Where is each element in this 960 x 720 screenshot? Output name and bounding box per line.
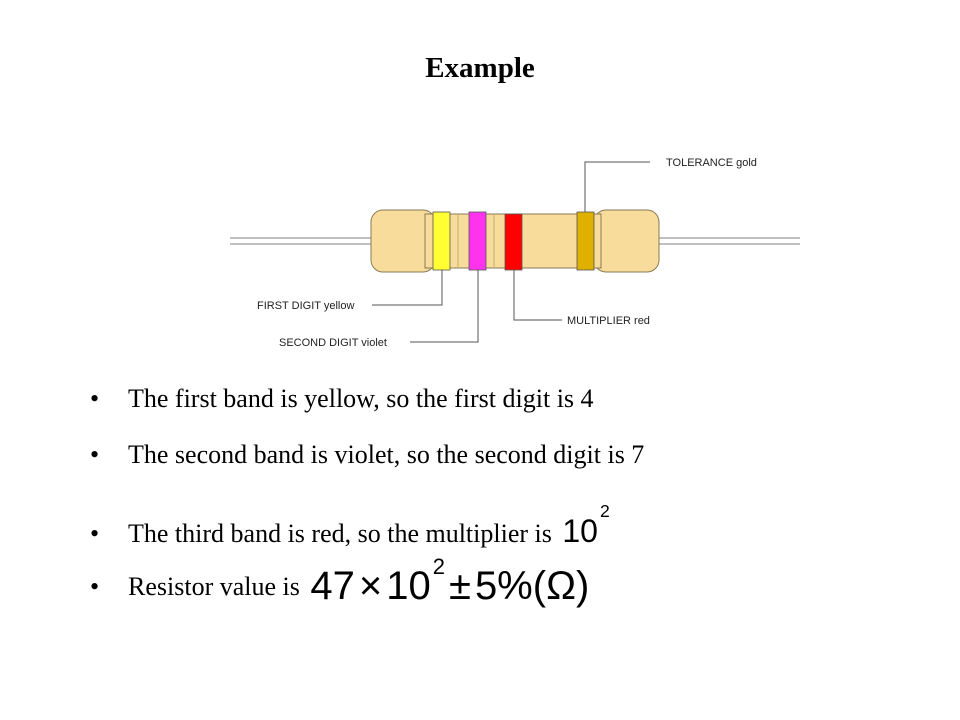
- band-separators: [457, 215, 495, 267]
- resistor-leads: [230, 237, 800, 245]
- label-second-digit: SECOND DIGIT violet: [279, 337, 387, 349]
- leader-multiplier: [513, 270, 562, 321]
- leader-second-digit: [410, 270, 479, 343]
- resistor-value-formula: 47×102±5%(Ω): [310, 546, 589, 607]
- label-multiplier: MULTIPLIER red: [567, 315, 650, 327]
- formula-base: 10: [562, 513, 598, 550]
- formula-exponent: 2: [599, 501, 610, 521]
- bullet-item-resistor-value: • Resistor value is 47×102±5%(Ω): [90, 546, 644, 607]
- formula-tolerance: 5%: [474, 564, 533, 609]
- bullet-dot: •: [90, 519, 100, 549]
- bullet-dot: •: [90, 384, 100, 413]
- bullet-text: The first band is yellow, so the first d…: [128, 384, 594, 413]
- leader-tolerance: [584, 161, 650, 212]
- bullet-item-second-band: • The second band is violet, so the secon…: [90, 434, 644, 490]
- multiplier-formula: 102: [562, 490, 609, 552]
- label-first-digit: FIRST DIGIT yellow: [257, 300, 354, 312]
- formula-mantissa: 47: [310, 564, 355, 609]
- band-second-digit: [468, 211, 487, 271]
- bullet-list: • The first band is yellow, so the first …: [90, 378, 644, 607]
- band-tolerance: [576, 211, 595, 271]
- band-multiplier: [504, 213, 523, 271]
- formula-base: 10: [386, 564, 431, 609]
- formula-exponent: 2: [432, 554, 445, 579]
- leader-lines: [372, 161, 650, 343]
- bullet-item-first-band: • The first band is yellow, so the first …: [90, 378, 644, 434]
- band-first-digit: [432, 211, 451, 271]
- bullet-dot: •: [90, 440, 100, 469]
- formula-plus-minus: ±: [448, 564, 471, 609]
- formula-unit: (Ω): [532, 564, 590, 609]
- formula-times: ×: [358, 564, 383, 609]
- bullet-dot: •: [90, 572, 100, 602]
- bullet-text: The second band is violet, so the second…: [128, 440, 645, 469]
- resistor-diagram: TOLERANCE gold FIRST DIGIT yellow SECOND…: [230, 157, 800, 349]
- bullet-item-third-band: • The third band is red, so the multiplie…: [90, 490, 644, 549]
- bullet-text: Resistor value is: [128, 572, 300, 602]
- resistor-body: [370, 209, 660, 273]
- label-tolerance: TOLERANCE gold: [666, 157, 757, 169]
- bullet-text: The third band is red, so the multiplier…: [128, 519, 552, 549]
- slide-title: Example: [425, 52, 535, 84]
- resistor-bands: [432, 211, 595, 271]
- leader-first-digit: [372, 270, 443, 306]
